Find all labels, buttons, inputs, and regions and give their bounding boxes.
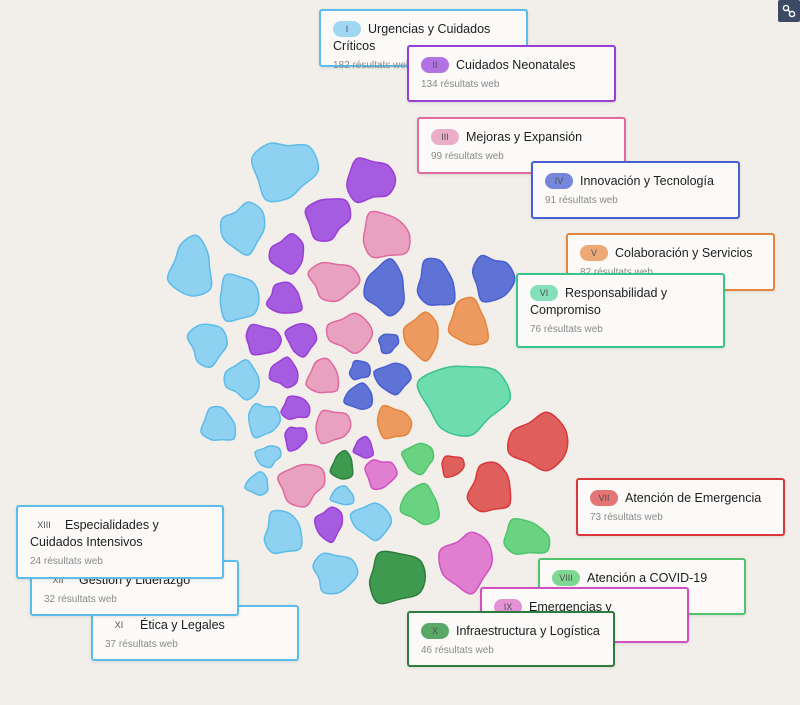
category-title: Cuidados Neonatales <box>456 58 576 72</box>
category-badge: V <box>580 245 608 261</box>
cluster-blob-c1[interactable] <box>312 552 359 595</box>
category-title: Innovación y Tecnología <box>580 174 714 188</box>
result-count: 32 résultats web <box>44 594 117 605</box>
cluster-blob-c10[interactable] <box>329 449 354 480</box>
cluster-blob-c5[interactable] <box>447 296 489 346</box>
cluster-blob-c10[interactable] <box>368 550 427 605</box>
category-title: Atención de Emergencia <box>625 491 762 505</box>
result-count: 134 résultats web <box>421 79 500 90</box>
cluster-blob-c7[interactable] <box>466 461 512 513</box>
category-card-iv[interactable]: IV Innovación y Tecnología 91 résultats w… <box>531 161 740 219</box>
cluster-blob-c5[interactable] <box>402 311 439 362</box>
cluster-blob-c4[interactable] <box>373 362 412 396</box>
category-card-x[interactable]: X Infraestructura y Logística 46 résultat… <box>407 611 615 667</box>
cluster-blob-c4[interactable] <box>377 333 400 355</box>
cluster-blob-c2[interactable] <box>284 322 318 358</box>
result-count: 182 résultats web <box>333 60 412 71</box>
category-card-vii[interactable]: VII Atención de Emergencia 73 résultats w… <box>576 478 785 536</box>
cluster-blob-c3[interactable] <box>307 261 361 303</box>
cluster-blob-c1[interactable] <box>329 485 355 506</box>
cluster-blob-c1[interactable] <box>247 403 282 439</box>
cluster-blob-c2[interactable] <box>245 323 282 356</box>
result-count: 24 résultats web <box>30 556 103 567</box>
cluster-blob-c1[interactable] <box>219 273 260 323</box>
cluster-blob-c3[interactable] <box>325 312 374 355</box>
category-badge: X <box>421 623 449 639</box>
cluster-blob-c1[interactable] <box>349 502 393 542</box>
cluster-blob-c1[interactable] <box>254 445 282 469</box>
graph-nodes-icon <box>782 4 796 18</box>
category-card-iii[interactable]: III Mejoras y Expansión 99 résultats web <box>417 117 626 174</box>
result-count: 91 résultats web <box>545 195 618 206</box>
graph-view-button[interactable] <box>778 0 800 22</box>
category-badge: III <box>431 129 459 145</box>
cluster-blob-c3[interactable] <box>315 409 352 445</box>
cluster-blob-c1[interactable] <box>186 323 228 368</box>
cluster-blob-c4[interactable] <box>416 257 456 306</box>
cluster-blob-c2[interactable] <box>280 395 311 420</box>
cluster-blob-c4[interactable] <box>348 359 371 381</box>
cluster-blob-c1[interactable] <box>200 405 237 442</box>
category-card-ii[interactable]: II Cuidados Neonatales 134 résultats web <box>407 45 616 102</box>
cluster-blob-c8[interactable] <box>503 517 551 556</box>
cluster-blob-c6[interactable] <box>416 365 512 437</box>
cluster-blob-c1[interactable] <box>166 234 213 297</box>
result-count: 73 résultats web <box>590 512 663 523</box>
result-count: 99 résultats web <box>431 151 504 162</box>
cluster-blob-c2[interactable] <box>352 435 375 459</box>
category-badge: VIII <box>552 570 580 586</box>
cluster-blob-c8[interactable] <box>400 442 435 476</box>
cluster-blob-c7[interactable] <box>507 411 569 472</box>
cluster-blob-c1[interactable] <box>219 201 266 256</box>
category-badge: XI <box>114 620 124 630</box>
result-count: 46 résultats web <box>421 645 494 656</box>
cluster-blob-c4[interactable] <box>363 258 405 317</box>
cluster-blob-c2[interactable] <box>268 356 299 389</box>
cluster-blob-c8[interactable] <box>399 482 441 526</box>
category-title: Atención a COVID-19 <box>587 571 708 585</box>
cluster-blob-c2[interactable] <box>268 233 305 275</box>
category-badge: XII <box>52 575 64 585</box>
cluster-blob-c2[interactable] <box>346 157 397 204</box>
cluster-blob-c9[interactable] <box>438 531 493 595</box>
cluster-blob-c3[interactable] <box>305 357 340 394</box>
cluster-blob-c2[interactable] <box>284 426 308 452</box>
category-badge: VII <box>590 490 618 506</box>
category-title: Colaboración y Servicios <box>615 246 753 260</box>
result-count: 37 résultats web <box>105 639 178 650</box>
cluster-blob-c1[interactable] <box>223 359 260 401</box>
category-title: Especialidades y Cuidados Intensivos <box>30 518 159 549</box>
category-title: Mejoras y Expansión <box>466 130 583 144</box>
category-title: Ética y Legales <box>140 618 225 632</box>
cluster-blob-c4[interactable] <box>343 382 374 411</box>
cluster-blob-c1[interactable] <box>263 509 303 555</box>
category-badge: XIII <box>37 520 51 530</box>
category-badge: I <box>333 21 361 37</box>
cluster-blob-c2[interactable] <box>265 281 303 314</box>
result-count: 76 résultats web <box>530 324 603 335</box>
cluster-blob-c1[interactable] <box>244 470 269 496</box>
cluster-blob-c3[interactable] <box>277 463 326 508</box>
cluster-blob-c3[interactable] <box>362 210 411 259</box>
category-title: Urgencias y Cuidados Críticos <box>333 22 491 53</box>
category-badge: VI <box>530 285 558 301</box>
category-title: Responsabilidad y Compromiso <box>530 286 668 317</box>
cluster-blob-c2[interactable] <box>304 198 352 242</box>
category-badge: II <box>421 57 449 73</box>
cluster-blob-c9[interactable] <box>364 459 398 491</box>
cluster-blob-c5[interactable] <box>376 404 413 440</box>
cluster-blob-c2[interactable] <box>313 506 344 544</box>
cluster-blob-c4[interactable] <box>471 254 516 303</box>
cluster-blob-c1[interactable] <box>250 142 320 203</box>
result-count: 82 résultats web <box>580 267 761 278</box>
category-badge: IV <box>545 173 573 189</box>
category-title: Infraestructura y Logística <box>456 624 600 638</box>
cluster-blob-c7[interactable] <box>441 455 465 479</box>
